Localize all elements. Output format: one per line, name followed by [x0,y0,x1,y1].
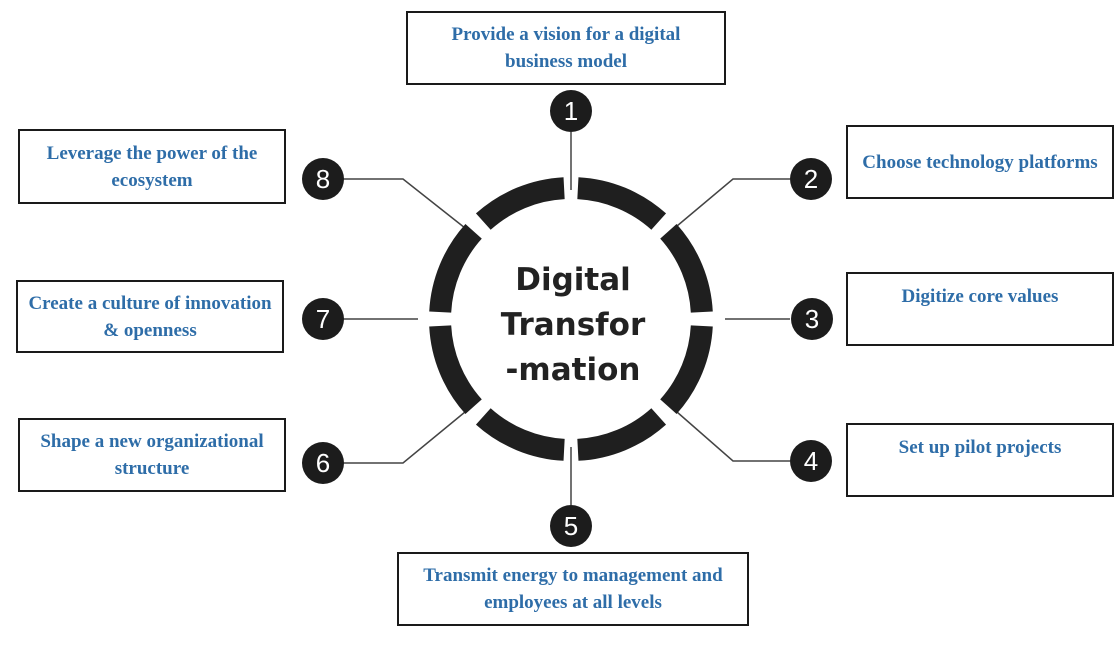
center-title: Digital Transfor -mation [470,258,676,393]
step-number-badge-1: 1 [550,90,592,132]
ring-segment-1 [577,177,667,230]
ring-segment-6 [429,325,482,415]
center-title-line-2: Transfor [500,307,646,343]
ring-segment-3 [660,325,713,415]
step-label-7: Create a culture of innovation & opennes… [28,292,272,341]
step-number-badge-3: 3 [791,298,833,340]
connector-8 [343,178,466,229]
step-box-2: Choose technology platforms [846,125,1114,199]
step-label-6: Shape a new organizational structure [40,431,264,479]
center-title-line-3: -mation [505,352,641,388]
segmented-ring [429,177,713,461]
ring-segment-4 [577,408,667,461]
step-box-3: Digitize core values [846,272,1114,346]
connector-4 [676,411,790,462]
step-label-4: Set up pilot projects [898,437,1062,458]
step-label-1: Provide a vision for a digital business … [451,24,681,72]
step-number-badge-4: 4 [790,440,832,482]
step-number-badge-5: 5 [550,505,592,547]
step-label-5: Transmit energy to management and employ… [423,565,723,613]
step-number-badge-7: 7 [302,298,344,340]
step-number-badge-6: 6 [302,442,344,484]
ring-segment-7 [429,223,482,313]
ring-segment-8 [475,177,565,230]
step-label-8: Leverage the power of the ecosystem [46,142,258,191]
step-number-badge-8: 8 [302,158,344,200]
step-box-8: Leverage the power of the ecosystem [18,129,286,204]
step-box-6: Shape a new organizational structure [18,418,286,492]
step-number-badge-2: 2 [790,158,832,200]
connector-lines [343,132,790,505]
connector-6 [343,411,466,464]
step-label-2: Choose technology platforms [862,151,1098,173]
connector-2 [676,178,790,227]
center-title-line-1: Digital [515,262,631,298]
ring-segment-2 [660,223,713,313]
ring-segment-5 [475,408,565,461]
step-box-4: Set up pilot projects [846,423,1114,497]
step-box-7: Create a culture of innovation & opennes… [16,280,284,353]
step-box-5: Transmit energy to management and employ… [397,552,749,626]
step-box-1: Provide a vision for a digital business … [406,11,726,85]
step-label-3: Digitize core values [901,286,1059,307]
